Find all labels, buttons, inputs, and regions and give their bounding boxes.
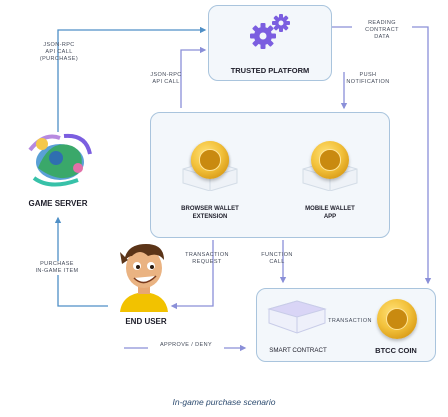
trusted-platform-box: TRUSTED PLATFORM	[208, 5, 332, 81]
edge-label-purchase-item: PURCHASE IN-GAME ITEM	[22, 261, 92, 275]
trusted-platform-label: TRUSTED PLATFORM	[230, 66, 310, 75]
edge-label-push-notification: PUSH NOTIFICATION	[346, 72, 390, 85]
end-user-avatar	[120, 244, 168, 312]
btcc-coin-icon	[377, 299, 417, 339]
arrow-game-to-platform	[57, 26, 207, 132]
wallets-box: BROWSER WALLET EXTENSION MOBILE WALLET A…	[150, 112, 390, 238]
mobile-wallet-label: MOBILE WALLET APP	[305, 206, 355, 220]
btcc-coin-label: BTCC COIN	[375, 346, 417, 355]
browser-wallet-label: BROWSER WALLET EXTENSION	[181, 206, 239, 220]
arrow-transaction-request	[170, 240, 214, 310]
btcc-coin-icon	[311, 141, 349, 179]
edge-label-reading-contract: READING CONTRACT DATA	[352, 20, 412, 41]
edge-label-transaction: TRANSACTION	[326, 318, 374, 325]
end-user-label: END USER	[125, 317, 167, 326]
figure-caption: In-game purchase scenario	[172, 397, 276, 407]
edge-label-json-rpc-call: JSON-RPC API CALL	[150, 72, 182, 85]
edge-label-function-call: FUNCTION CALL	[261, 252, 293, 265]
game-world-icon	[28, 133, 92, 187]
smart-contract-label: SMART CONTRACT	[269, 347, 327, 354]
edge-label-approve-deny: APPROVE / DENY	[148, 342, 224, 349]
arrow-wallet-to-platform	[180, 46, 207, 108]
edge-label-transaction-request: TRANSACTION REQUEST	[185, 252, 229, 265]
game-server-label: GAME SERVER	[28, 199, 88, 208]
contract-box: SMART CONTRACT BTCC COIN	[256, 288, 436, 362]
smart-contract-icon	[267, 300, 327, 334]
gears-icon	[250, 14, 290, 49]
edge-label-json-rpc-purchase: JSON-RPC API CALL (PURCHASE)	[39, 42, 79, 62]
btcc-coin-icon	[191, 141, 229, 179]
arrow-user-to-game	[54, 216, 108, 307]
